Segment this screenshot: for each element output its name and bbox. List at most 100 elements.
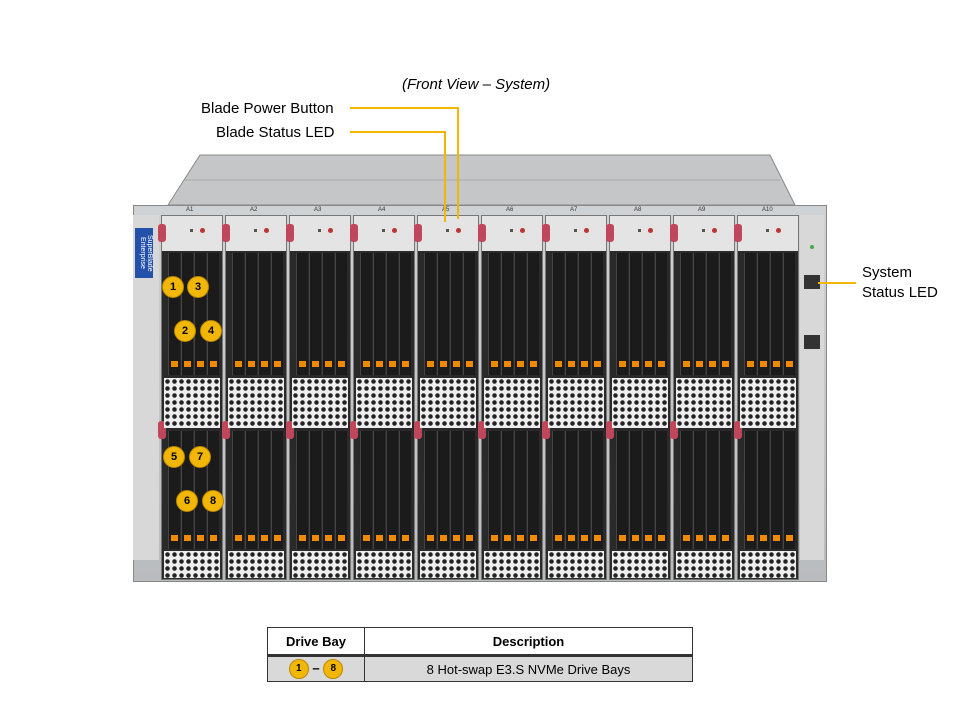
blade-lever[interactable]	[286, 421, 294, 439]
nvme-drive[interactable]	[591, 253, 603, 375]
blade-lever[interactable]	[542, 224, 550, 242]
nvme-drive[interactable]	[719, 253, 731, 375]
nvme-drive[interactable]	[514, 253, 526, 375]
nvme-drive[interactable]	[565, 253, 577, 375]
nvme-drive[interactable]	[757, 253, 769, 375]
blade-power-button[interactable]	[328, 228, 333, 233]
blade-a4[interactable]: A4	[350, 207, 415, 580]
nvme-drive[interactable]	[386, 431, 398, 549]
nvme-drive[interactable]	[757, 431, 769, 549]
blade-a10[interactable]: A10	[734, 207, 799, 580]
blade-power-button[interactable]	[776, 228, 781, 233]
nvme-drive[interactable]	[309, 431, 321, 549]
blade-lever[interactable]	[350, 224, 358, 242]
nvme-drive[interactable]	[783, 253, 795, 375]
nvme-drive[interactable]	[296, 253, 308, 375]
nvme-drive[interactable]	[629, 253, 641, 375]
nvme-drive[interactable]	[245, 253, 257, 375]
blade-lever[interactable]	[670, 421, 678, 439]
nvme-drive[interactable]	[706, 253, 718, 375]
blade-lever[interactable]	[670, 224, 678, 242]
blade-a8[interactable]: A8	[606, 207, 671, 580]
nvme-drive[interactable]	[168, 253, 180, 375]
nvme-drive[interactable]	[565, 431, 577, 549]
nvme-drive[interactable]	[629, 431, 641, 549]
blade-lever[interactable]	[478, 421, 486, 439]
blade-lever[interactable]	[606, 224, 614, 242]
nvme-drive[interactable]	[386, 253, 398, 375]
nvme-drive[interactable]	[271, 253, 283, 375]
nvme-drive[interactable]	[271, 431, 283, 549]
nvme-drive[interactable]	[501, 431, 513, 549]
blade-lever[interactable]	[414, 224, 422, 242]
nvme-drive[interactable]	[450, 253, 462, 375]
blade-power-button[interactable]	[520, 228, 525, 233]
nvme-drive[interactable]	[322, 431, 334, 549]
blade-lever[interactable]	[734, 421, 742, 439]
nvme-drive[interactable]	[680, 431, 692, 549]
blade-a1[interactable]: A1	[158, 207, 223, 580]
blade-a5[interactable]: A5	[414, 207, 479, 580]
blade-a6[interactable]: A6	[478, 207, 543, 580]
nvme-drive[interactable]	[232, 253, 244, 375]
blade-lever[interactable]	[286, 224, 294, 242]
nvme-drive[interactable]	[744, 431, 756, 549]
nvme-drive[interactable]	[335, 253, 347, 375]
nvme-drive[interactable]	[744, 253, 756, 375]
blade-power-button[interactable]	[712, 228, 717, 233]
blade-power-button[interactable]	[648, 228, 653, 233]
blade-a3[interactable]: A3	[286, 207, 351, 580]
nvme-drive[interactable]	[258, 253, 270, 375]
nvme-drive[interactable]	[655, 253, 667, 375]
nvme-drive[interactable]	[680, 253, 692, 375]
blade-power-button[interactable]	[264, 228, 269, 233]
nvme-drive[interactable]	[232, 431, 244, 549]
blade-lever[interactable]	[414, 421, 422, 439]
nvme-drive[interactable]	[578, 431, 590, 549]
nvme-drive[interactable]	[399, 431, 411, 549]
nvme-drive[interactable]	[322, 253, 334, 375]
nvme-drive[interactable]	[488, 431, 500, 549]
blade-power-button[interactable]	[584, 228, 589, 233]
nvme-drive[interactable]	[514, 431, 526, 549]
nvme-drive[interactable]	[655, 431, 667, 549]
nvme-drive[interactable]	[424, 253, 436, 375]
blade-a2[interactable]: A2	[222, 207, 287, 580]
blade-lever[interactable]	[542, 421, 550, 439]
nvme-drive[interactable]	[437, 253, 449, 375]
nvme-drive[interactable]	[693, 253, 705, 375]
blade-lever[interactable]	[606, 421, 614, 439]
nvme-drive[interactable]	[616, 253, 628, 375]
nvme-drive[interactable]	[181, 253, 193, 375]
nvme-drive[interactable]	[360, 431, 372, 549]
nvme-drive[interactable]	[552, 253, 564, 375]
nvme-drive[interactable]	[309, 253, 321, 375]
nvme-drive[interactable]	[706, 431, 718, 549]
blade-a9[interactable]: A9	[670, 207, 735, 580]
nvme-drive[interactable]	[296, 431, 308, 549]
nvme-drive[interactable]	[642, 431, 654, 549]
blade-a7[interactable]: A7	[542, 207, 607, 580]
nvme-drive[interactable]	[770, 253, 782, 375]
blade-lever[interactable]	[350, 421, 358, 439]
nvme-drive[interactable]	[463, 253, 475, 375]
nvme-drive[interactable]	[399, 253, 411, 375]
blade-lever[interactable]	[222, 224, 230, 242]
nvme-drive[interactable]	[770, 431, 782, 549]
nvme-drive[interactable]	[693, 431, 705, 549]
nvme-drive[interactable]	[527, 253, 539, 375]
nvme-drive[interactable]	[450, 431, 462, 549]
nvme-drive[interactable]	[719, 431, 731, 549]
blade-power-button[interactable]	[456, 228, 461, 233]
nvme-drive[interactable]	[527, 431, 539, 549]
nvme-drive[interactable]	[207, 253, 219, 375]
nvme-drive[interactable]	[591, 431, 603, 549]
nvme-drive[interactable]	[335, 431, 347, 549]
nvme-drive[interactable]	[245, 431, 257, 549]
nvme-drive[interactable]	[552, 431, 564, 549]
nvme-drive[interactable]	[373, 431, 385, 549]
nvme-drive[interactable]	[642, 253, 654, 375]
nvme-drive[interactable]	[783, 431, 795, 549]
blade-power-button[interactable]	[200, 228, 205, 233]
nvme-drive[interactable]	[437, 431, 449, 549]
